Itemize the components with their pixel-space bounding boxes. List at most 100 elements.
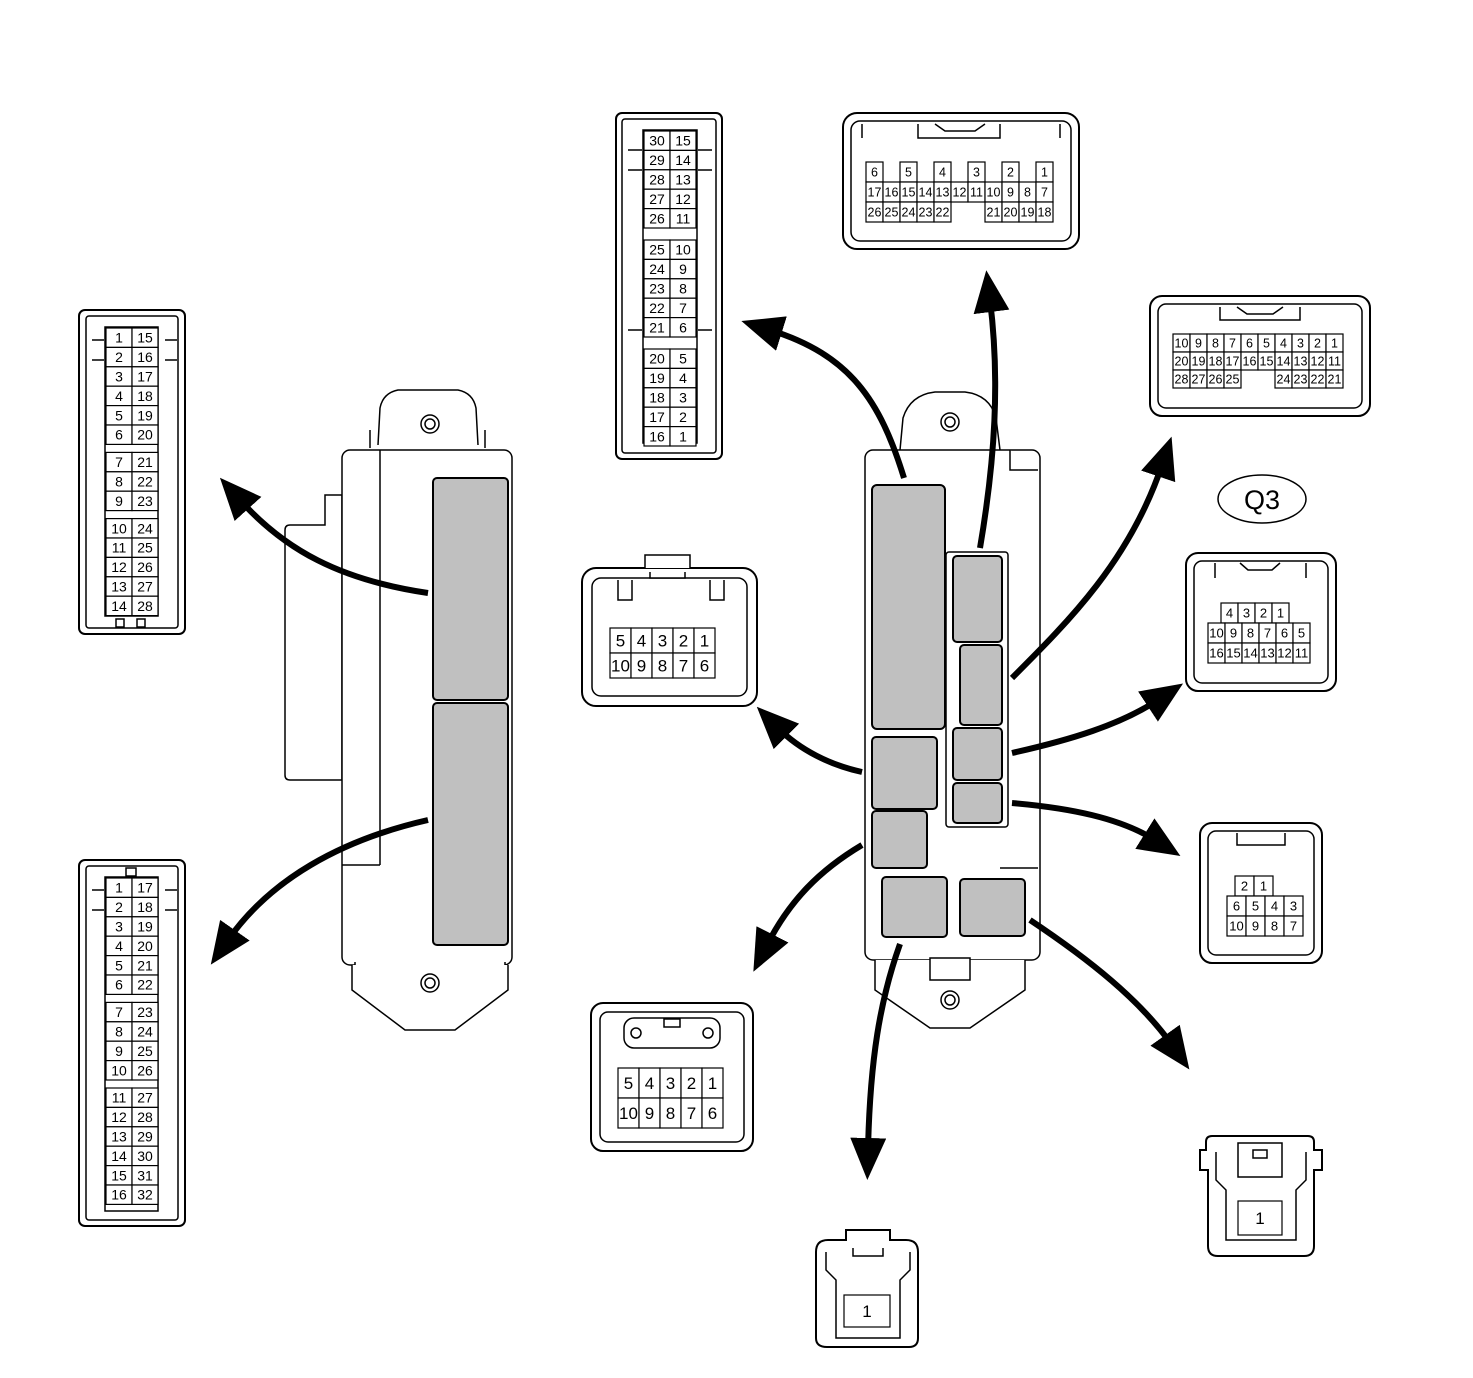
pin-cell [693,652,716,679]
conn-28b-pin-pin: 20 [1172,351,1191,371]
arrow-to-16-pin [1011,683,1184,756]
pin-number: 3 [1290,899,1297,914]
pin-number: 30 [137,1148,153,1164]
conn-32-pin-pin: 12 [105,1106,133,1128]
pin-number: 4 [637,632,646,651]
pin-number: 6 [1281,626,1288,641]
conn-32-pin-pin: 3 [105,916,133,937]
pin-number: 19 [649,370,665,386]
pin-number: 11 [1328,355,1341,369]
conn-32-pin-pin: 4 [105,935,133,957]
pin-number: 28 [1175,373,1189,387]
conn-30-pin-pin: 3 [669,387,697,408]
conn-26-pin-pin: 17 [865,181,884,203]
conn-28b-pin-pin: 27 [1189,369,1208,389]
conn-28-pin-pin: 14 [105,595,133,617]
pin-number: 26 [137,559,153,575]
conn-32-pin-pin: 8 [105,1021,133,1042]
pin-number: 20 [137,427,153,443]
conn-32-pin-pin: 26 [131,1059,159,1081]
pin-number: 7 [679,657,688,676]
pin-cell [669,317,697,338]
conn-16-pin-pin: 7 [1258,622,1277,644]
pin-number: 10 [1175,337,1189,351]
pin-number: 19 [1021,206,1035,220]
conn-28b-pin-pin: 28 [1172,369,1191,389]
pin-number: 25 [885,206,899,220]
conn-28-pin-pin: 2 [105,346,133,368]
pin-number: 11 [970,186,983,200]
conn-30-pin-pin: 2 [669,406,697,428]
conn-30-pin-pin: 12 [669,188,697,210]
pin-number: 14 [919,186,933,200]
pin-number: 21 [137,454,153,470]
pin-number: 10 [111,1062,127,1078]
conn-32-pin-pin: 5 [105,954,133,976]
conn-28b-pin-pin: 12 [1308,351,1327,371]
conn-1-pin-a-housing [815,1229,919,1348]
pin-number: 1 [115,330,123,346]
conn-10-pin-b-pin: 7 [1283,915,1304,937]
conn-32-pin-pin: 20 [131,935,159,957]
pin-number: 8 [1212,337,1219,351]
conn-28-pin-pin: 1 [105,327,133,348]
conn-26-pin-pin: 19 [1018,201,1037,223]
conn-28b-pin-pin: 5 [1257,333,1276,353]
pin-number: 2 [1260,606,1267,621]
pin-number: 18 [137,899,153,915]
conn-28b-pin-pin: 21 [1325,369,1344,389]
conn-30-pin-pin: 1 [669,426,697,447]
conn-26-pin-pin: 20 [1001,201,1020,223]
pin-number: 30 [649,133,665,149]
conn-30-pin-pin: 21 [643,317,671,338]
pin-number: 4 [939,166,946,180]
pin-cell [131,1059,159,1081]
conn-28-pin-pin: 24 [131,517,159,539]
pin-number: 22 [1311,373,1325,387]
pin-number: 2 [687,1074,696,1093]
conn-28b-pin-pin: 15 [1257,351,1276,371]
pin-number: 4 [1280,337,1287,351]
pin-number: 17 [1226,355,1240,369]
pin-number: 11 [676,210,691,226]
pin-number: 12 [953,186,967,200]
conn-32-pin-pin: 32 [131,1184,159,1205]
conn-30-pin-pin: 13 [669,169,697,190]
conn-30-pin-pin: 24 [643,258,671,280]
conn-26-pin-pin: 4 [933,161,952,183]
conn-16-pin-pin: 4 [1220,602,1239,624]
pin-number: 8 [1247,626,1254,641]
conn-16-pin-pin: 2 [1254,602,1273,624]
pin-number: 9 [1195,337,1202,351]
conn-32-pin-pin: 29 [131,1126,159,1147]
conn-28-pin-pin: 27 [131,576,159,597]
pin-number: 5 [1298,626,1305,641]
pin-number: 6 [679,319,687,335]
pin-number: 29 [649,152,665,168]
pin-number: 13 [1260,646,1274,661]
conn-10-pin-c-pin: 3 [659,1067,682,1099]
conn-28-pin-pin: 16 [131,346,159,368]
pin-number: 15 [1226,646,1240,661]
pin-number: 8 [115,1024,123,1040]
conn-26-pin-pin: 7 [1035,181,1054,203]
pin-number: 2 [1314,337,1321,351]
conn-26-pin-pin: 10 [984,181,1003,203]
conn-32-pin-pin: 2 [105,896,133,918]
conn-26-pin-pin: 6 [865,161,884,183]
conn-28b-pin-pin: 7 [1223,333,1242,353]
pin-cell [131,424,159,445]
conn-10-pin-a-pin: 4 [630,627,653,654]
conn-10-pin-c-pin: 10 [617,1097,640,1129]
conn-28-pin-pin: 26 [131,556,159,578]
pin-number: 28 [649,172,665,188]
pin-number: 20 [1175,355,1189,369]
conn-26-pin-pin: 12 [950,181,969,203]
conn-30-pin-pin: 18 [643,387,671,408]
pin-number: 16 [1243,355,1257,369]
pin-number: 17 [137,369,153,385]
conn-26-pin-pin: 15 [899,181,918,203]
pin-number: 23 [649,281,665,297]
conn-28b-pin-pin: 13 [1291,351,1310,371]
conn-10-pin-b-pin: 8 [1264,915,1285,937]
